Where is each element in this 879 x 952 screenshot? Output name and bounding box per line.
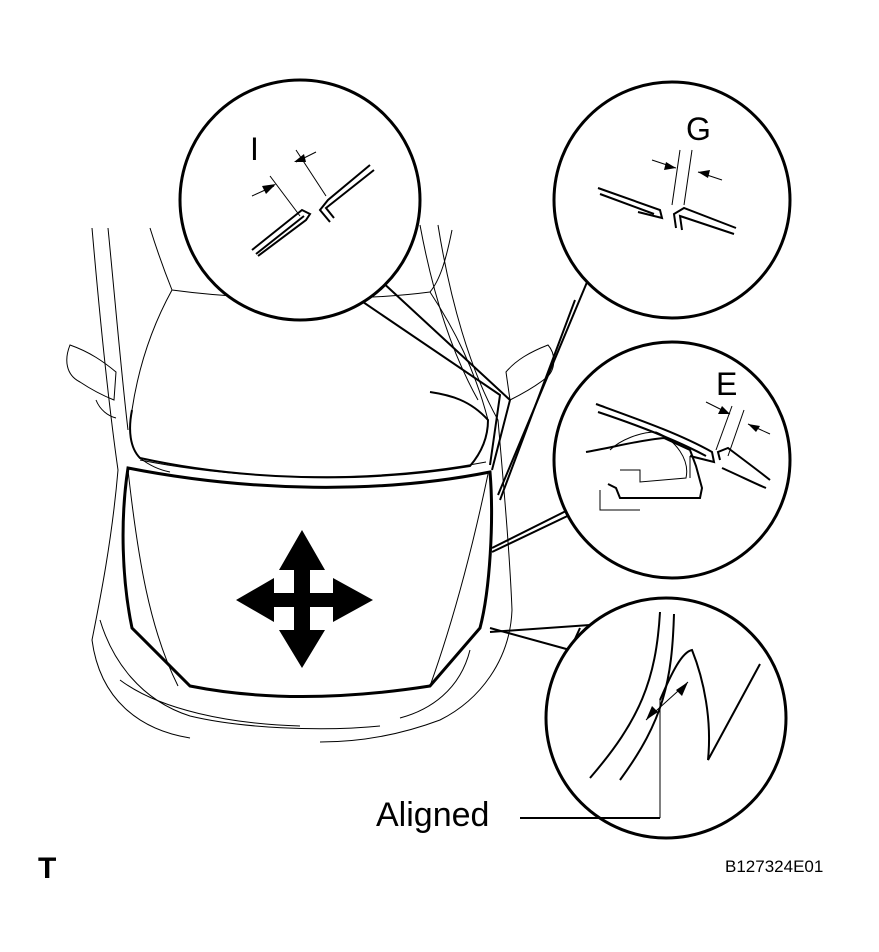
callout-letter-g: G — [686, 111, 711, 147]
four-way-arrow-icon — [236, 530, 373, 668]
callout-bottom-right — [520, 596, 788, 840]
callout-middle-right: E — [552, 340, 792, 580]
corner-mark: T — [38, 852, 56, 885]
figure-code: B127324E01 — [725, 857, 823, 876]
callout-letter-e: E — [716, 366, 737, 402]
cowl-panel — [129, 391, 490, 479]
callout-top-right: G — [552, 80, 792, 320]
callout-letter-i: I — [250, 131, 259, 167]
hood — [121, 459, 494, 698]
callout-top-left: I — [178, 78, 422, 322]
aligned-label: Aligned — [376, 796, 489, 834]
